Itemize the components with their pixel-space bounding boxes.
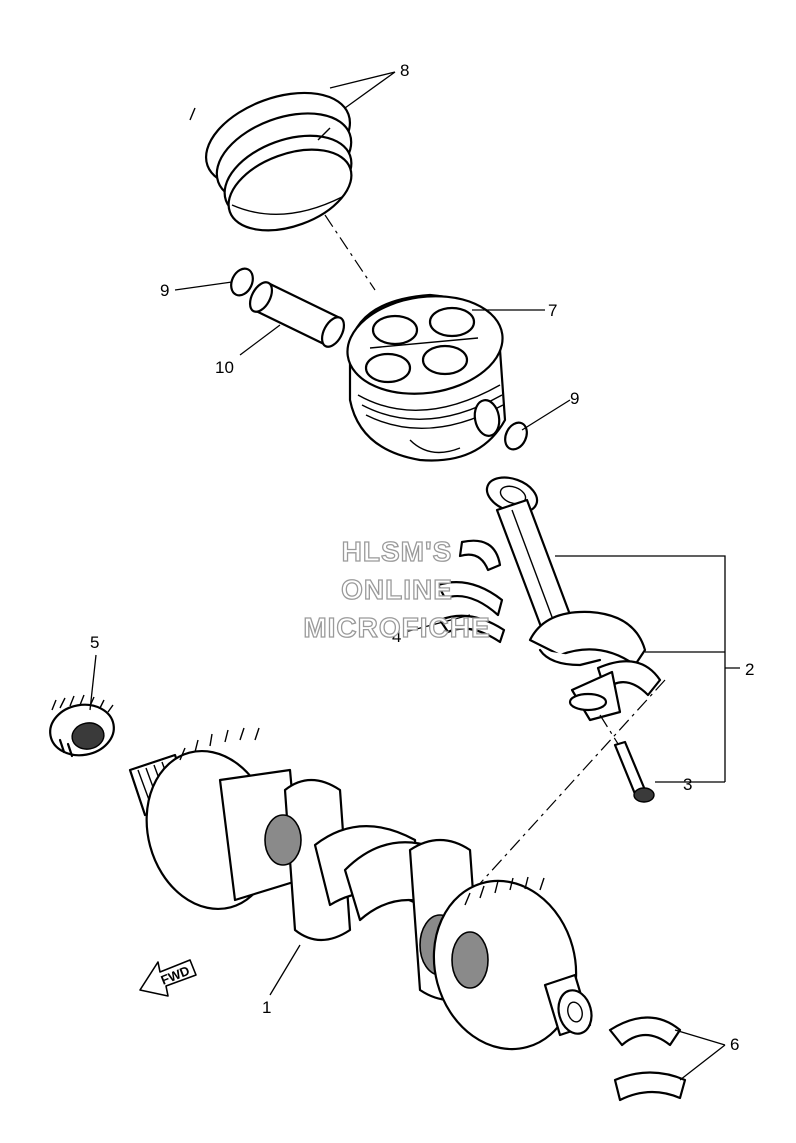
callout-8: 8 [400, 61, 409, 80]
connecting-rod[interactable] [482, 471, 662, 722]
callout-9-right: 9 [570, 389, 579, 408]
callout-4: 4 [392, 627, 401, 646]
forward-direction-arrow: FWD [139, 959, 197, 997]
watermark-line-3: MICROFICHE [303, 612, 490, 643]
crank-gear[interactable] [46, 694, 118, 760]
callout-10: 10 [215, 358, 234, 377]
crankshaft[interactable] [128, 727, 596, 1065]
callout-9-left: 9 [160, 281, 169, 300]
watermark-line-2: ONLINE [341, 574, 453, 605]
rod-bearings[interactable] [436, 539, 506, 644]
callout-3: 3 [683, 775, 692, 794]
piston-pin-clip-right[interactable] [501, 419, 531, 453]
piston[interactable] [341, 287, 509, 462]
watermark: HLSM'S ONLINE MICROFICHE [303, 535, 491, 643]
callout-6: 6 [730, 1035, 739, 1054]
callout-2: 2 [745, 660, 754, 679]
connecting-rod-bolt[interactable] [613, 740, 655, 803]
callout-1: 1 [262, 998, 271, 1017]
fwd-label: FWD [159, 963, 192, 988]
callout-labels: 1 2 3 4 5 6 7 8 9 9 10 [90, 61, 754, 1054]
leader-lines [89, 71, 740, 1081]
piston-pin-clip-left[interactable] [227, 265, 257, 299]
watermark-line-1: HLSM'S [342, 536, 453, 567]
callout-7: 7 [548, 301, 557, 320]
piston-pin[interactable] [246, 279, 349, 351]
callout-5: 5 [90, 633, 99, 652]
main-bearings[interactable] [608, 1016, 687, 1102]
piston-rings[interactable] [189, 75, 363, 246]
